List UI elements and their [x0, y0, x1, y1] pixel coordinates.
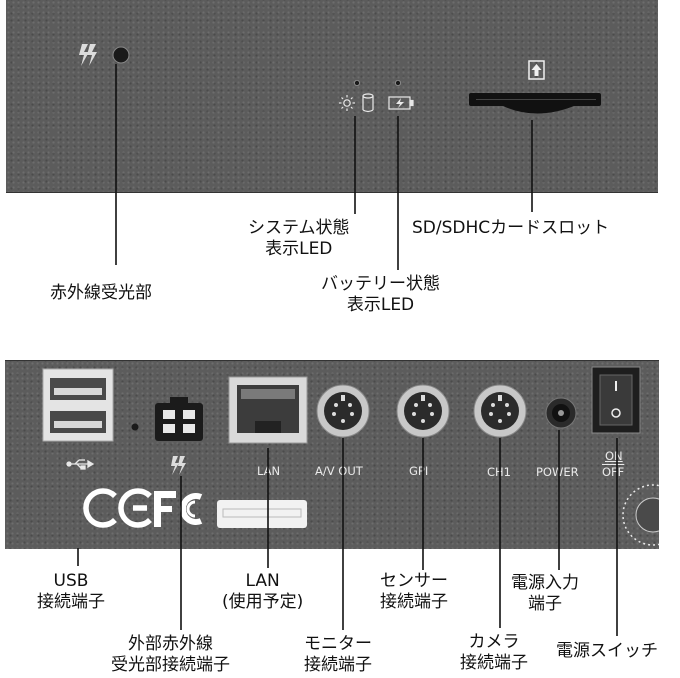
serial-sticker	[217, 500, 307, 528]
battery-led	[394, 80, 401, 87]
sun-icon	[339, 95, 355, 111]
label-sensor: センサー 接続端子	[380, 571, 448, 613]
power-jack	[545, 397, 577, 429]
label-power-in: 電源入力 端子	[511, 573, 579, 615]
ext-ir-lightning-icon	[171, 456, 186, 475]
panel-hole	[131, 423, 139, 431]
label-battery-led-line2: 表示LED	[346, 295, 415, 315]
label-ir-receiver: 赤外線受光部	[50, 283, 152, 303]
power-switch	[591, 366, 641, 434]
label-usb-line1: USB	[53, 571, 89, 591]
disk-icon	[362, 93, 374, 113]
label-battery-led-line1: バッテリー状態	[321, 274, 440, 294]
lan-port	[228, 376, 308, 444]
ext-ir-connector	[155, 397, 203, 441]
label-ext-ir: 外部赤外線 受光部接続端子	[111, 634, 230, 676]
label-battery-led: バッテリー状態 表示LED	[321, 274, 440, 316]
av-out-port	[316, 384, 370, 438]
usb-icon	[66, 459, 95, 470]
label-camera-line1: カメラ	[468, 632, 520, 652]
label-sensor-line1: センサー	[380, 571, 448, 591]
ch1-panel-label: CH1	[487, 465, 511, 479]
label-power-in-line2: 端子	[528, 594, 562, 614]
label-system-led: システム状態 表示LED	[248, 218, 350, 260]
label-power-switch: 電源スイッチ	[556, 641, 658, 661]
label-monitor: モニター 接続端子	[304, 634, 372, 676]
label-sd-slot: SD/SDHCカードスロット	[412, 218, 610, 238]
off-panel-label: OFF	[602, 465, 625, 479]
ce-mark-icon	[83, 488, 152, 528]
label-lan-line2: (使用予定)	[222, 592, 304, 612]
sd-card-slot	[469, 93, 601, 114]
label-ext-ir-line2: 受光部接続端子	[111, 655, 230, 675]
sd-arrow-icon	[528, 60, 545, 80]
label-usb-line2: 接続端子	[37, 592, 105, 612]
label-ext-ir-line1: 外部赤外線	[128, 634, 213, 654]
label-power-in-line1: 電源入力	[511, 573, 579, 593]
gpi-port	[396, 384, 450, 438]
label-camera-line2: 接続端子	[460, 653, 528, 673]
ch1-port	[473, 384, 527, 438]
fcc-mark-icon	[154, 491, 203, 527]
av-out-panel-label: A/V OUT	[315, 464, 363, 478]
label-lan: LAN (使用予定)	[222, 571, 303, 613]
label-system-led-line1: システム状態	[248, 218, 350, 238]
label-lan-line1: LAN	[245, 571, 280, 591]
power-panel-label: POWER	[536, 465, 579, 479]
battery-icon	[388, 96, 414, 110]
usb-ports	[42, 368, 114, 442]
system-led	[353, 80, 360, 87]
front-panel-graphics	[79, 44, 601, 114]
label-camera: カメラ 接続端子	[460, 632, 528, 674]
label-system-led-line2: 表示LED	[265, 239, 333, 259]
front-panel	[6, 0, 658, 193]
ir-lightning-icon	[79, 44, 97, 66]
label-usb: USB 接続端子	[37, 571, 105, 613]
ir-sensor	[112, 46, 130, 64]
label-monitor-line2: 接続端子	[304, 655, 372, 675]
on-panel-label: ON	[605, 449, 623, 463]
label-sensor-line2: 接続端子	[380, 592, 448, 612]
label-monitor-line1: モニター	[304, 634, 372, 654]
